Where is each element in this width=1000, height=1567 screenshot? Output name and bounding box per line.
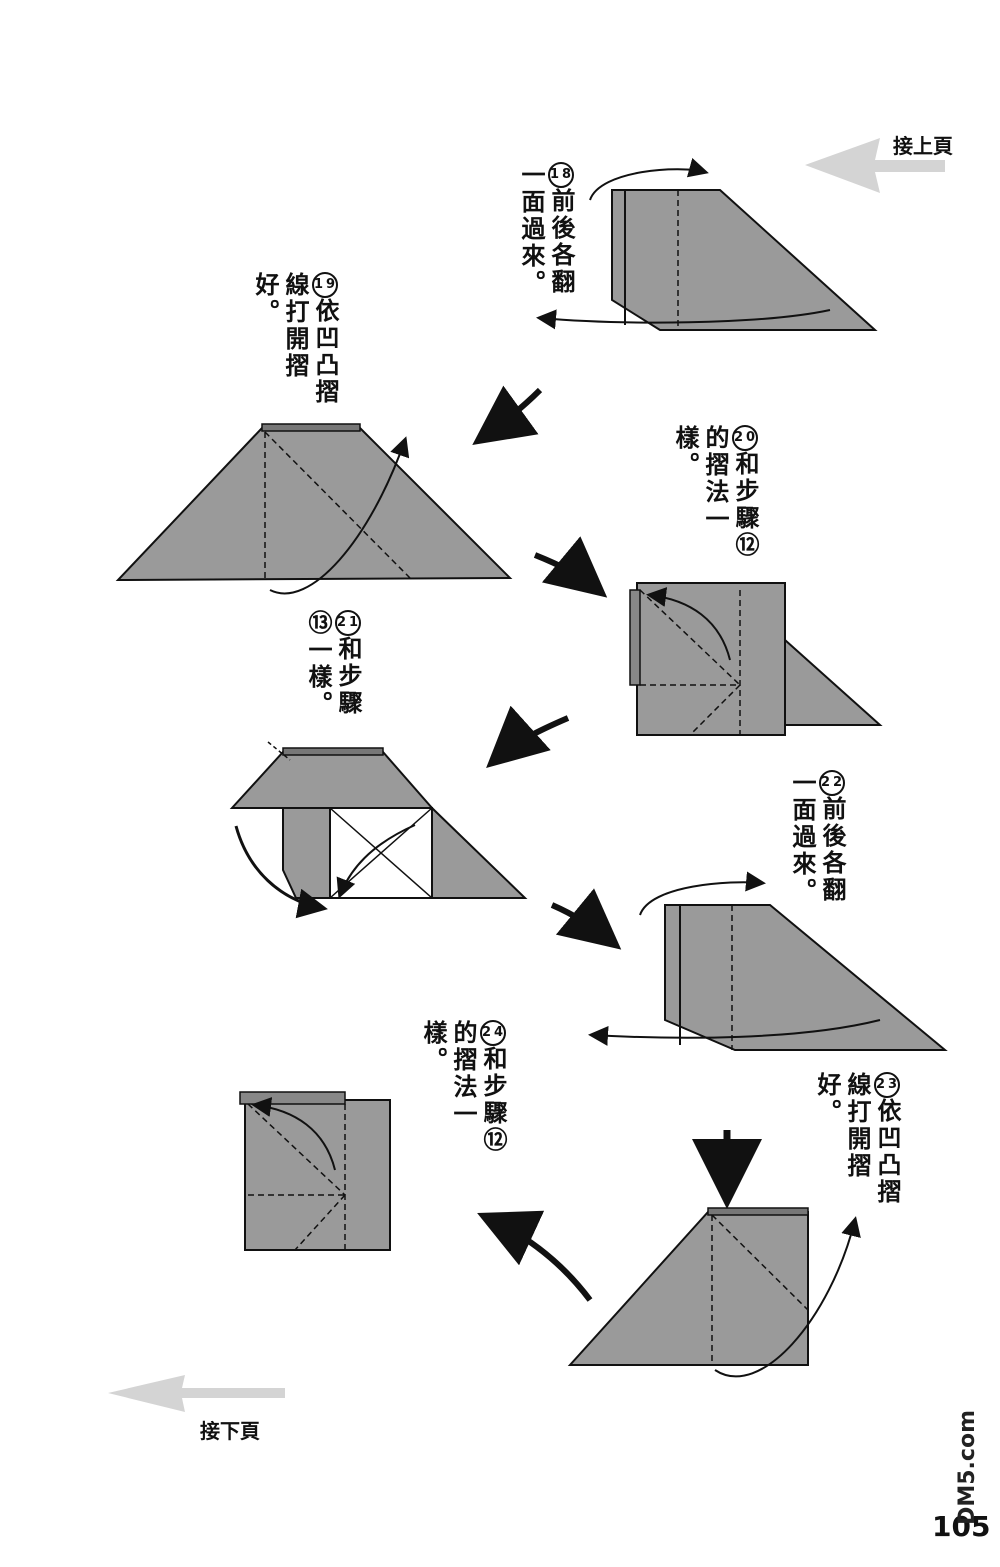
step-21-figure bbox=[229, 741, 528, 919]
step-number: 24 bbox=[480, 1020, 506, 1046]
step-arrow-icon bbox=[472, 385, 543, 446]
step-22-caption: 22前後各翻一面過來。 bbox=[788, 770, 846, 905]
step-21-caption: 21和步驟⑬一樣。 bbox=[304, 610, 362, 718]
step-number: 18 bbox=[548, 162, 574, 188]
page-number: 105 bbox=[932, 1510, 991, 1543]
step-18-figure bbox=[536, 158, 878, 331]
step-number: 22 bbox=[819, 770, 845, 796]
continue-to-arrow-icon bbox=[108, 1375, 285, 1412]
continue-from-label: 接上頁 bbox=[893, 134, 953, 158]
step-24-caption: 24和步驟⑫的摺法一樣。 bbox=[419, 1020, 507, 1154]
step-23-figure bbox=[567, 1207, 861, 1378]
watermark: DM5.com bbox=[955, 1410, 980, 1525]
step-19-caption: 19依凹凸摺線打開摺好。 bbox=[251, 272, 339, 406]
step-number: 21 bbox=[335, 610, 361, 636]
step-arrow-icon bbox=[486, 705, 570, 769]
step-20-caption: 20和步驟⑫的摺法一樣。 bbox=[671, 425, 759, 559]
step-18-caption: 18前後各翻一面過來。 bbox=[517, 162, 575, 297]
step-number: 20 bbox=[732, 425, 758, 451]
continue-from-arrow-icon bbox=[805, 138, 945, 193]
step-number: 23 bbox=[874, 1072, 900, 1098]
step-24-figure bbox=[239, 1091, 391, 1251]
step-20-figure bbox=[629, 582, 883, 736]
step-22-figure bbox=[588, 871, 948, 1051]
step-number: 19 bbox=[312, 272, 338, 298]
step-arrow-icon bbox=[477, 1210, 593, 1302]
step-arrow-icon bbox=[550, 888, 622, 950]
step-arrow-icon bbox=[533, 536, 608, 598]
continue-to-label: 接下頁 bbox=[200, 1419, 260, 1443]
step-19-figure bbox=[115, 423, 513, 595]
step-23-caption: 23依凹凸摺線打開摺好。 bbox=[813, 1072, 901, 1206]
